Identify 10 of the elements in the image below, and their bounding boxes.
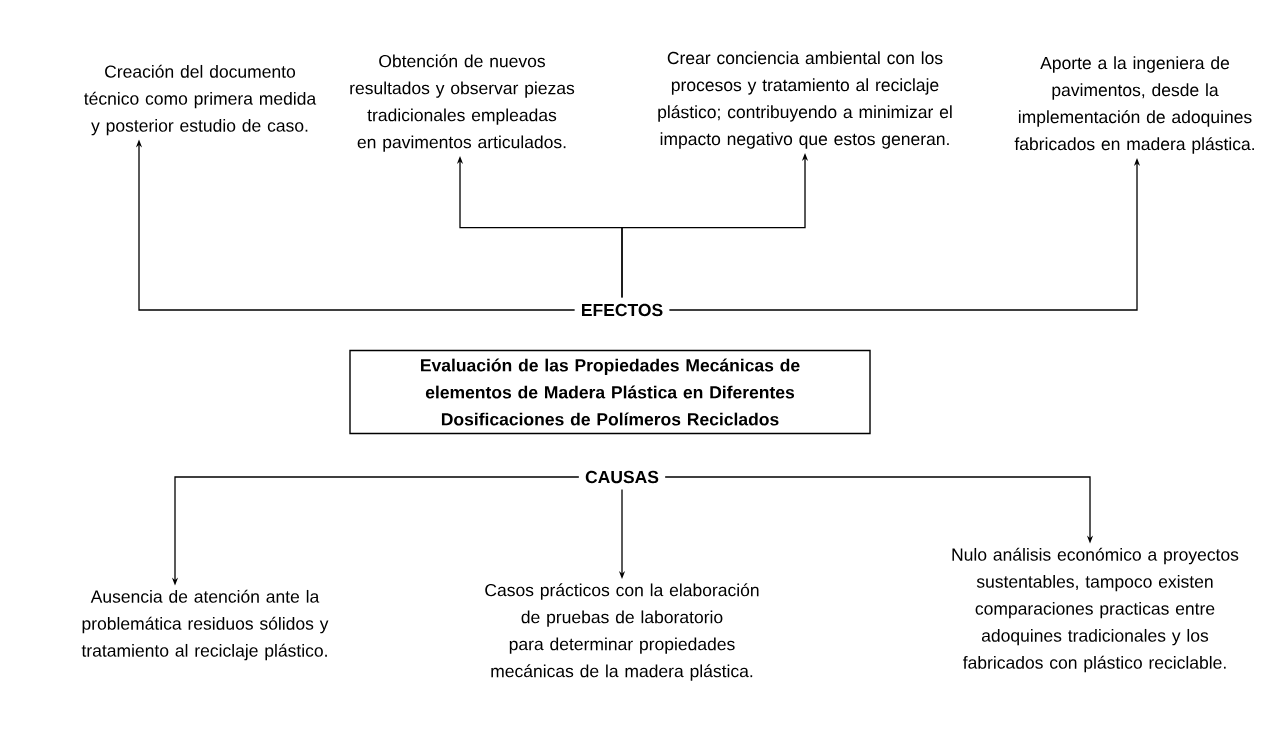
cause-text: Ausencia de atención ante la problemática residuos sólidos y tratamiento al reciclaje plástico. [81, 589, 329, 661]
cause-text: Casos prácticos con la elaboración de pruebas de laboratorio para determinar propiedades mecánicas de la madera plástica. [485, 583, 759, 681]
effect-text: Aporte a la ingeniera de pavimentos, desde la implementación de adoquines fabricados en madera plástica. [1014, 56, 1254, 154]
effect-text: Creación del documento técnico como primera medida y posterior estudio de caso. [84, 64, 317, 136]
effect-text: Obtención de nuevos resultados y observar piezas tradicionales empleadas en pavimentos articulados. [350, 54, 575, 152]
heading-label: EFECTOS [582, 303, 663, 317]
title-box: Evaluación de las Propiedades Mecánicas de elementos de Madera Plástica en Diferentes Dosificaciones de Polímeros Reciclados [349, 349, 871, 435]
heading-label: CAUSAS [585, 470, 659, 484]
cause-text: Nulo análisis económico a proyectos sustentables, tampoco existen comparaciones practicas entre adoquines tradicionales y los fabricados con plástico reciclable. [952, 547, 1239, 673]
effect-text: Crear conciencia ambiental con los procesos y tratamiento al reciclaje plástico; contribuyendo a minimizar el impacto negativo que estos generan. [658, 51, 952, 149]
